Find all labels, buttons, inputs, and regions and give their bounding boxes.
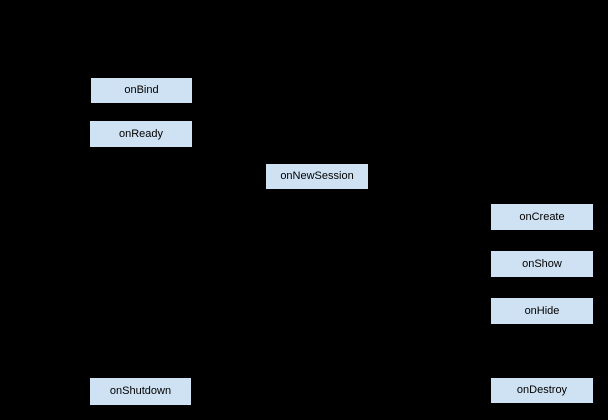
node-label: onReady <box>118 127 164 140</box>
node-label: onShow <box>522 257 562 270</box>
node-onReady: onReady <box>89 120 193 148</box>
node-label: onBind <box>124 84 159 96</box>
node-label: onCreate <box>519 210 565 223</box>
node-label: onNewSession <box>280 170 354 182</box>
node-onDestroy: onDestroy <box>490 377 594 404</box>
node-onHide: onHide <box>490 297 594 325</box>
node-label: onDestroy <box>516 384 568 396</box>
node-onShow: onShow <box>490 250 594 278</box>
node-onShutdown: onShutdown <box>89 377 192 406</box>
node-onBind: onBind <box>90 77 193 104</box>
node-label: onShutdown <box>109 385 172 397</box>
node-label: onHide <box>524 304 560 317</box>
node-onNewSession: onNewSession <box>265 163 369 190</box>
node-onCreate: onCreate <box>490 203 594 231</box>
